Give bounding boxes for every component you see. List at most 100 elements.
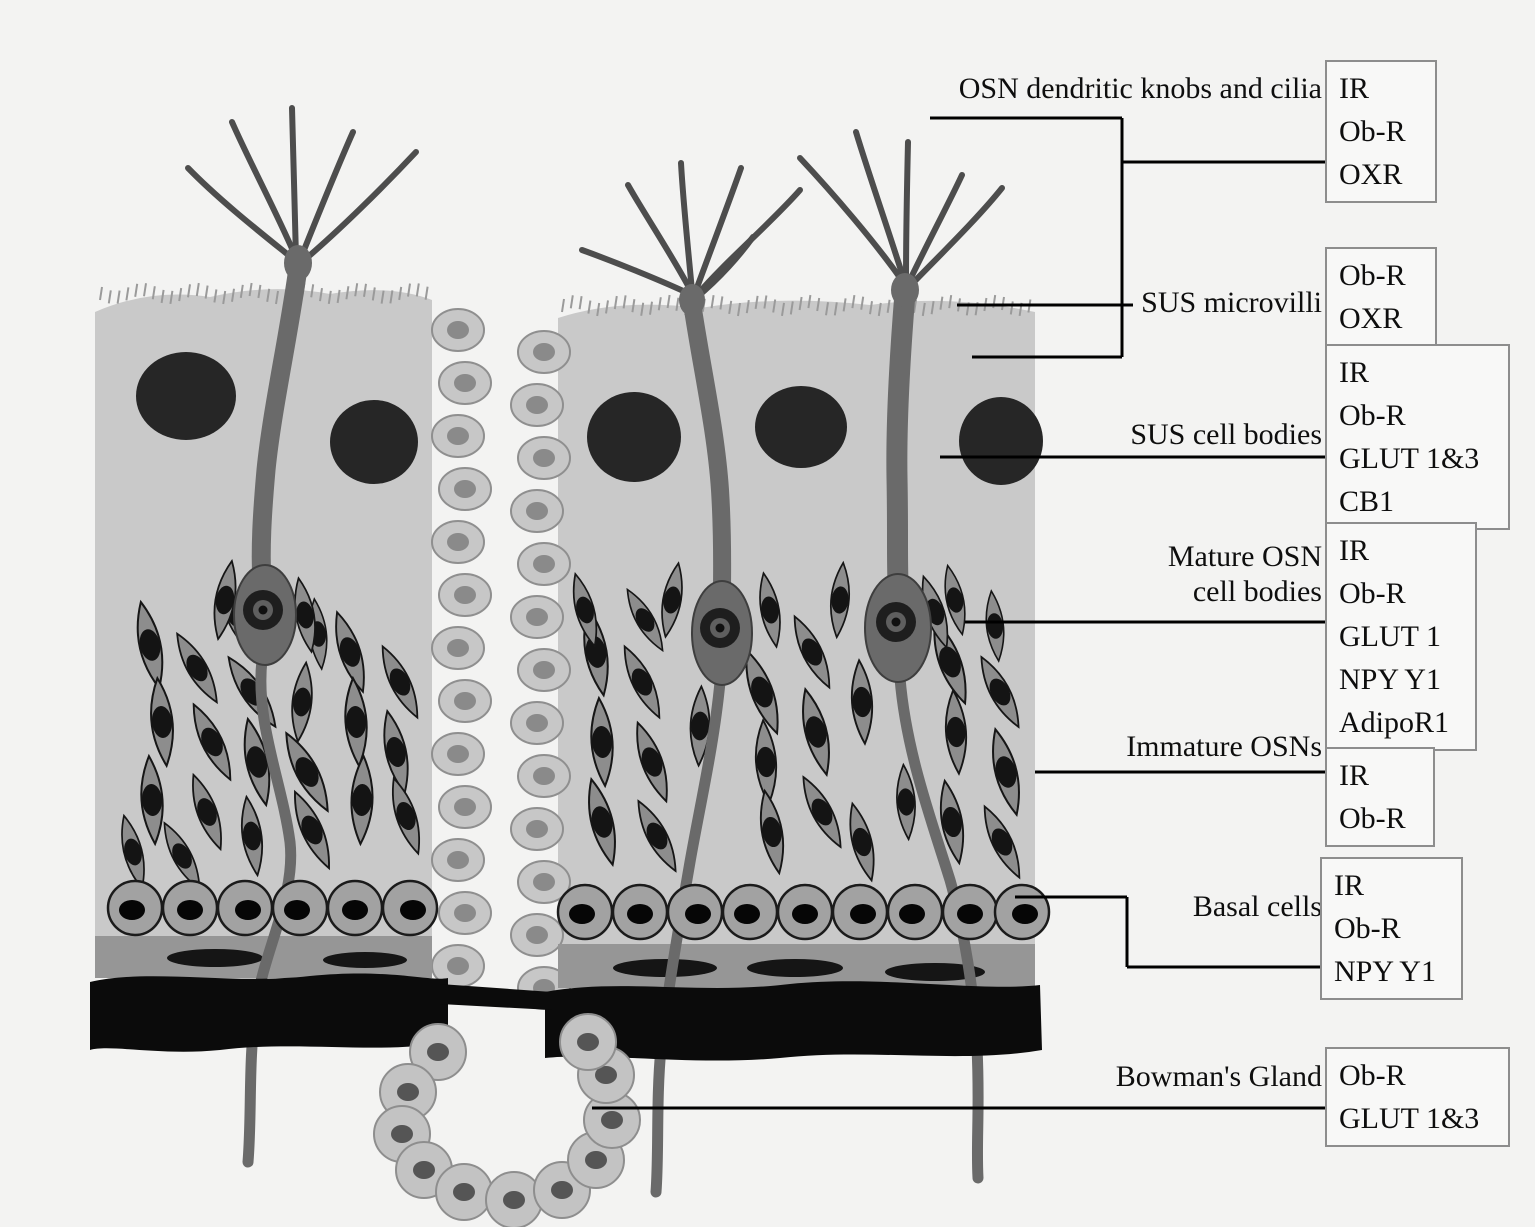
sub-basal-strips xyxy=(95,936,1035,988)
basal-cell-nucleus xyxy=(899,904,925,924)
microvillus xyxy=(587,300,592,314)
immature-osn-cell xyxy=(793,614,831,690)
duct-cell-nucleus xyxy=(454,904,476,922)
immature-osn-nucleus xyxy=(396,802,416,830)
duct-cell-nucleus xyxy=(447,321,469,339)
microvillus xyxy=(407,283,411,297)
microvillus xyxy=(389,290,394,304)
basal-lamina-band xyxy=(90,973,1042,1061)
microvillus xyxy=(772,299,777,313)
basal-cells-row xyxy=(106,879,1051,941)
basal-cell-nucleus xyxy=(342,900,368,920)
basal-cell-nucleus xyxy=(284,900,310,920)
microvillus xyxy=(187,284,191,298)
gland-cell-nucleus xyxy=(585,1151,607,1169)
immature-osn-cell xyxy=(849,801,875,883)
duct-cell-nucleus xyxy=(526,820,548,838)
immature-osn-cell xyxy=(241,794,263,878)
immature-osn-nucleus xyxy=(197,798,217,826)
microvillus xyxy=(160,289,165,304)
dendrite xyxy=(683,294,732,601)
duct-cell-nucleus xyxy=(526,502,548,520)
immature-osn-cell xyxy=(192,702,232,782)
immature-osn-cell xyxy=(754,718,778,806)
microvillus xyxy=(781,302,785,317)
microvillus xyxy=(596,302,601,317)
immature-osn-nucleus xyxy=(805,716,827,748)
immature-osn-cell xyxy=(980,655,1020,729)
immature-osn-cell xyxy=(285,731,329,813)
dendritic-knob xyxy=(891,273,919,307)
basal-cell-nucleus xyxy=(1012,904,1038,924)
microvillus xyxy=(842,298,847,312)
duct-cell-nucleus xyxy=(454,798,476,816)
gland-cell-nucleus xyxy=(503,1191,525,1209)
immature-osn-cell xyxy=(291,660,313,744)
immature-osn-cell xyxy=(802,775,842,849)
immature-osn-cell xyxy=(335,610,365,694)
receptor-box-sus-microvilli: Ob-R OXR xyxy=(1325,247,1437,347)
label-basal-cells: Basal cells xyxy=(1192,890,1322,923)
basal-cell-nucleus xyxy=(235,900,261,920)
microvillus xyxy=(649,301,653,315)
receptor-box-basal-cells: IR Ob-R NPY Y1 xyxy=(1320,857,1463,1000)
microvillus xyxy=(178,287,183,302)
microvillus xyxy=(569,295,574,309)
immature-osn-cell xyxy=(243,716,271,808)
immature-osn-nucleus xyxy=(811,798,833,826)
immature-osn-cell xyxy=(689,684,711,768)
receptor-item: Ob-R xyxy=(1339,577,1406,610)
microvillus xyxy=(913,299,917,313)
microvillus xyxy=(939,296,944,310)
immature-osn-cell xyxy=(661,561,683,639)
flat-nucleus xyxy=(885,963,985,981)
receptor-box-osn-cilia: IR Ob-R OXR xyxy=(1325,60,1437,203)
mature-osn-neuron-3 xyxy=(797,129,1005,1184)
microvillus xyxy=(613,295,618,310)
microvillus xyxy=(860,296,865,310)
immature-osn-cell xyxy=(294,789,330,871)
immature-osn-cell xyxy=(759,788,785,876)
microvillus xyxy=(886,299,891,313)
receptor-item: Ob-R xyxy=(1339,1059,1406,1092)
microvillus xyxy=(816,297,821,312)
immature-osn-cell xyxy=(944,688,968,776)
flat-nucleus xyxy=(613,959,717,977)
duct-cell-nucleus xyxy=(447,957,469,975)
microvillus xyxy=(125,287,130,301)
immature-osn-cell xyxy=(350,753,374,847)
microvillus xyxy=(231,288,235,302)
microvillus xyxy=(222,290,227,305)
gland-cell-nucleus xyxy=(601,1111,623,1129)
receptor-item: Ob-R xyxy=(1339,115,1406,148)
immature-osn-nucleus xyxy=(292,687,312,717)
immature-osn-nucleus xyxy=(591,726,613,758)
duct-cell-nucleus xyxy=(526,714,548,732)
immature-osn-cell xyxy=(850,658,874,746)
microvillus xyxy=(327,290,332,305)
immature-osn-nucleus xyxy=(897,788,915,816)
microvillus xyxy=(415,283,420,297)
microvillus xyxy=(134,283,139,297)
microvillus xyxy=(825,302,829,316)
immature-osn-nucleus xyxy=(641,747,663,777)
flat-nucleus xyxy=(167,949,263,967)
sus-nucleus xyxy=(959,397,1043,485)
immature-osn-cell xyxy=(830,560,850,640)
receptor-item: OXR xyxy=(1339,302,1403,335)
immature-osn-nucleus xyxy=(852,827,872,857)
duct-cell-nucleus xyxy=(454,374,476,392)
duct-cell-nucleus xyxy=(454,480,476,498)
immature-osn-nucleus xyxy=(663,586,681,614)
immature-osn-nucleus xyxy=(991,828,1013,856)
receptor-item: GLUT 1&3 xyxy=(1339,442,1480,475)
immature-osn-nucleus xyxy=(946,716,966,748)
label-sus-microvilli: SUS microvilli xyxy=(1141,286,1322,319)
duct-cell-nucleus xyxy=(526,926,548,944)
receptor-item: NPY Y1 xyxy=(1339,663,1441,696)
microvillus xyxy=(719,296,724,310)
dendrite xyxy=(251,258,308,595)
microvillus xyxy=(204,285,209,299)
basal-cell-nucleus xyxy=(957,904,983,924)
label-immature-osns: Immature OSNs xyxy=(1126,730,1322,763)
